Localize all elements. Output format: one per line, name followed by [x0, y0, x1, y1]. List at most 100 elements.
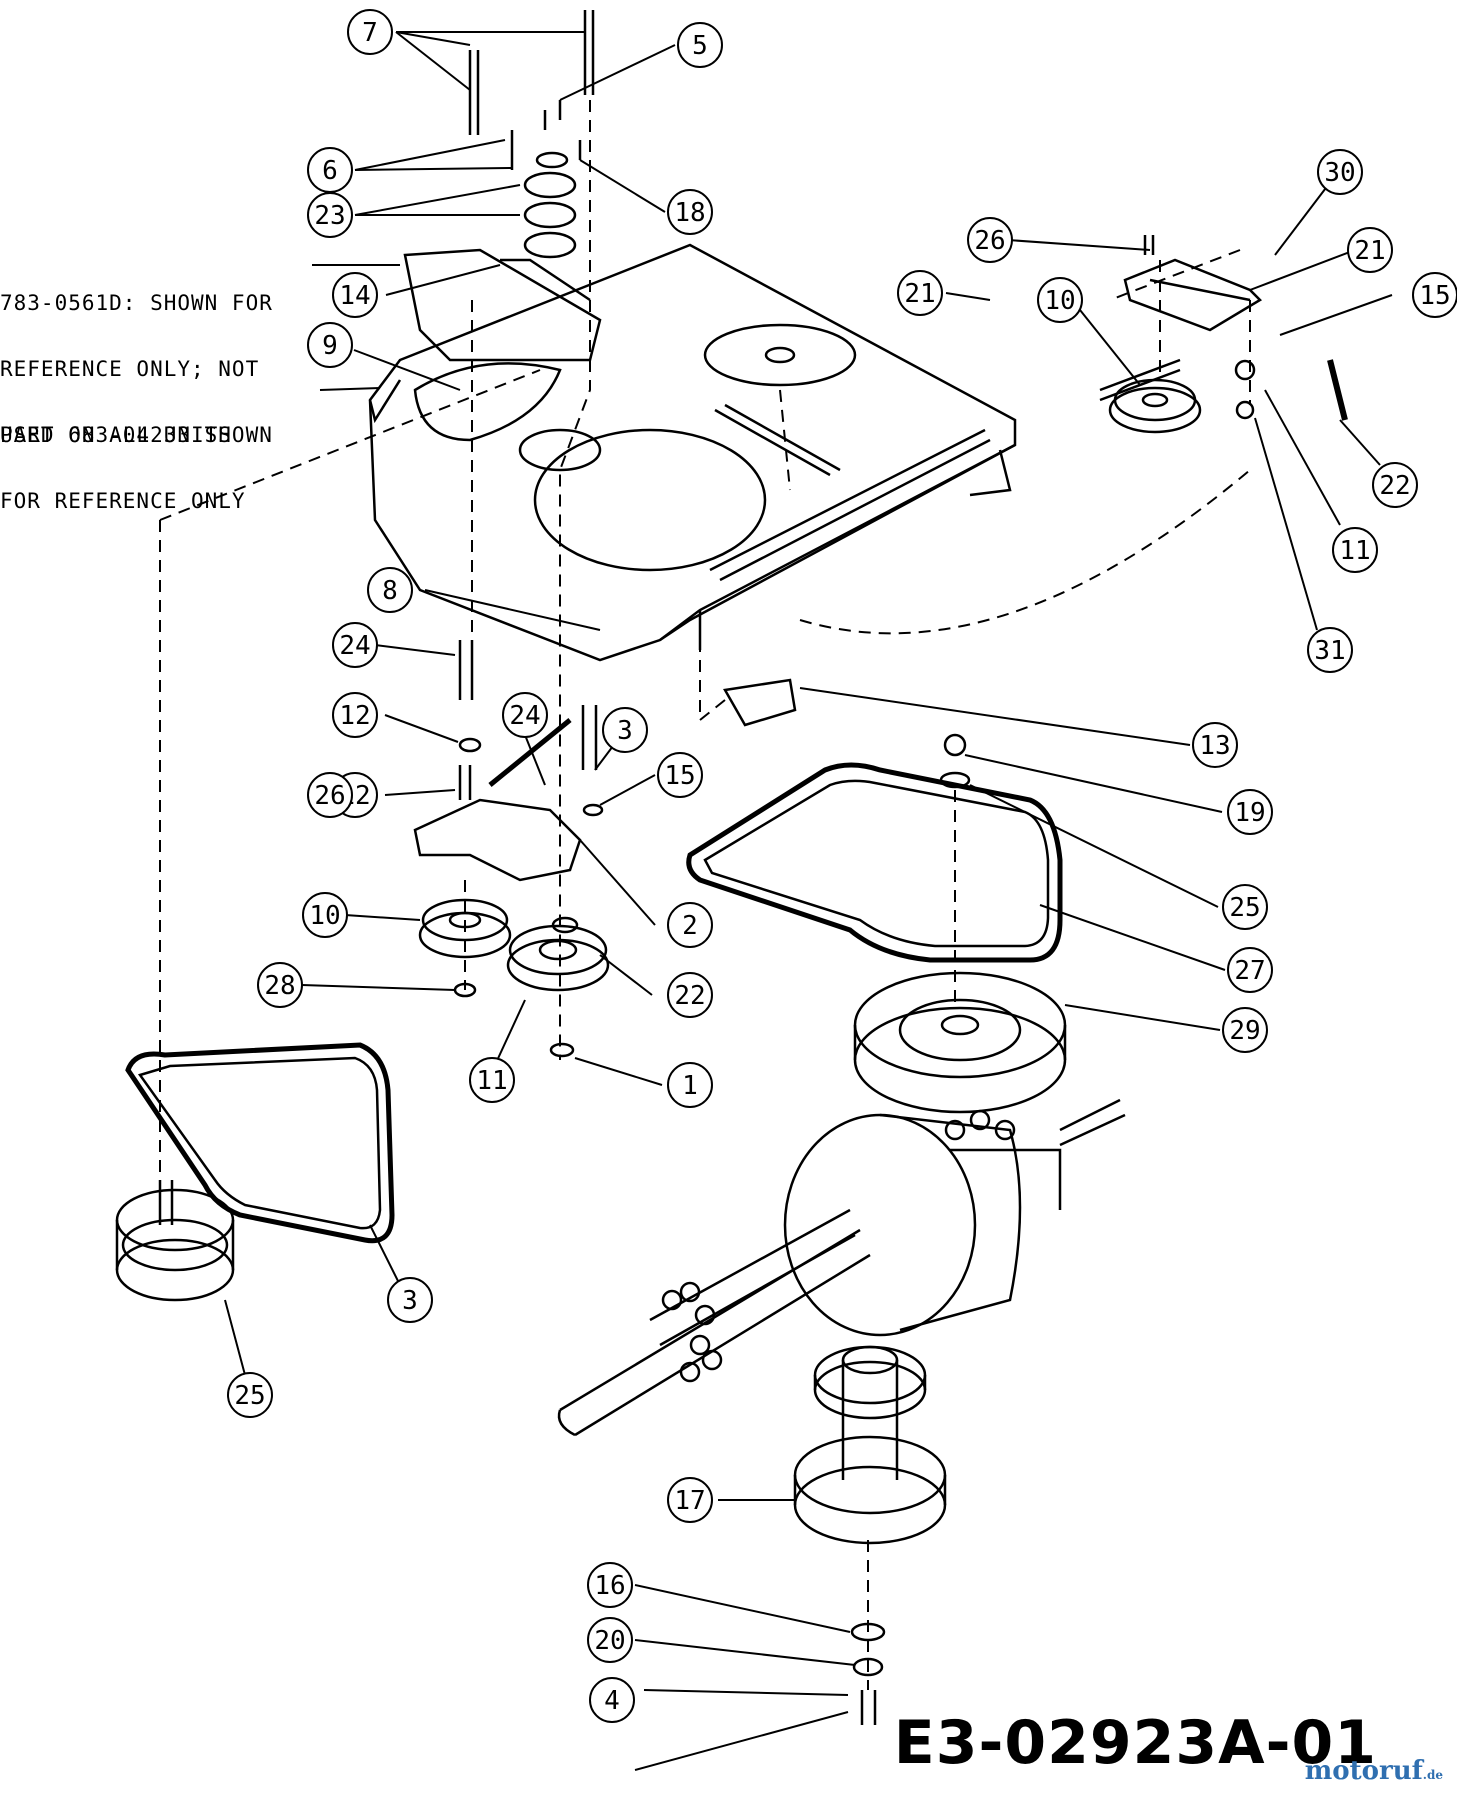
callout-10: 10 — [1037, 277, 1083, 323]
callout-number: 3 — [617, 716, 633, 746]
callout-number: 21 — [904, 279, 935, 309]
callout-number: 22 — [1379, 471, 1410, 501]
document-id: E3-02923A-01 — [893, 1708, 1377, 1778]
callout-number: 12 — [339, 701, 370, 731]
callout-circle — [332, 692, 378, 738]
callout-circle — [307, 192, 353, 238]
callout-21: 21 — [897, 270, 943, 316]
callout-23: 23 — [307, 192, 353, 238]
callout-number: 28 — [264, 971, 295, 1001]
callout-circle — [1222, 1007, 1268, 1053]
callout-27: 27 — [1227, 947, 1273, 993]
callout-circle — [332, 622, 378, 668]
callout-circle — [677, 22, 723, 68]
callout-20: 20 — [587, 1617, 633, 1663]
callout-15: 15 — [657, 752, 703, 798]
watermark-tld: .de — [1422, 1768, 1443, 1782]
callout-circle — [667, 189, 713, 235]
callout-30: 30 — [1317, 149, 1363, 195]
callout-18: 18 — [667, 189, 713, 235]
callout-circle — [589, 1677, 635, 1723]
note-line: USED ON ALL UNITS — [0, 423, 232, 447]
callout-28: 28 — [257, 962, 303, 1008]
callout-number: 24 — [509, 701, 540, 731]
callout-16: 16 — [587, 1562, 633, 1608]
callout-circle — [387, 1277, 433, 1323]
callout-number: 2 — [682, 911, 698, 941]
callout-11: 11 — [1332, 527, 1378, 573]
callout-circle — [307, 772, 353, 818]
callout-24: 24 — [502, 692, 548, 738]
callout-9: 9 — [307, 322, 353, 368]
callout-number: 10 — [1044, 286, 1075, 316]
callout-number: 11 — [476, 1066, 507, 1096]
note-line: 783-0561D: SHOWN FOR — [0, 291, 273, 315]
callout-number: 15 — [1419, 281, 1450, 311]
callout-29: 29 — [1222, 1007, 1268, 1053]
callout-number: 19 — [1234, 798, 1265, 828]
callout-number: 5 — [692, 31, 708, 61]
callout-number: 13 — [1199, 731, 1230, 761]
callout-circle — [967, 217, 1013, 263]
callout-26: 26 — [967, 217, 1013, 263]
callout-31: 31 — [1307, 627, 1353, 673]
callout-circle — [1317, 149, 1363, 195]
callout-circle — [1347, 227, 1393, 273]
note-line: REFERENCE ONLY; NOT — [0, 357, 260, 381]
callout-24: 24 — [332, 622, 378, 668]
callout-circle — [587, 1617, 633, 1663]
callout-circle — [367, 567, 413, 613]
callout-2: 2 — [667, 902, 713, 948]
callout-number: 26 — [974, 226, 1005, 256]
callout-6: 6 — [307, 147, 353, 193]
callout-7: 7 — [347, 9, 393, 55]
callout-circle — [1332, 527, 1378, 573]
callout-number: 11 — [1339, 536, 1370, 566]
callout-number: 26 — [314, 781, 345, 811]
callout-circle — [667, 972, 713, 1018]
callout-8: 8 — [367, 567, 413, 613]
callout-number: 6 — [322, 156, 338, 186]
callout-number: 8 — [382, 576, 398, 606]
callout-4: 4 — [589, 1677, 635, 1723]
callout-number: 9 — [322, 331, 338, 361]
callout-circle — [1372, 462, 1418, 508]
callout-circle — [667, 1062, 713, 1108]
callout-circle — [469, 1057, 515, 1103]
callout-circle — [227, 1372, 273, 1418]
callout-circle — [667, 902, 713, 948]
callout-number: 14 — [339, 281, 370, 311]
callout-3: 3 — [602, 707, 648, 753]
callout-number: 17 — [674, 1486, 705, 1516]
callout-number: 4 — [604, 1686, 620, 1716]
callout-number: 7 — [362, 18, 378, 48]
callout-1: 1 — [667, 1062, 713, 1108]
callout-number: 1 — [682, 1071, 698, 1101]
callout-10: 10 — [302, 892, 348, 938]
callout-number: 22 — [674, 981, 705, 1011]
callout-13: 13 — [1192, 722, 1238, 768]
callout-circle — [657, 752, 703, 798]
callout-25: 25 — [1222, 884, 1268, 930]
callout-5: 5 — [677, 22, 723, 68]
callout-circle — [302, 892, 348, 938]
callout-3: 3 — [387, 1277, 433, 1323]
watermark-name: motoruf — [1304, 1756, 1423, 1786]
note-line: FOR REFERENCE ONLY — [0, 489, 246, 513]
callout-circle — [602, 707, 648, 753]
callout-number: 20 — [594, 1626, 625, 1656]
callout-number: 25 — [1229, 893, 1260, 923]
callout-circle — [347, 9, 393, 55]
note-line: PART 683-04233 SHOWN — [0, 423, 273, 447]
reference-note-683-04233: PART 683-04233 SHOWN FOR REFERENCE ONLY — [0, 380, 273, 556]
callout-circle — [307, 322, 353, 368]
callout-circle — [1307, 627, 1353, 673]
callout-circle — [1227, 947, 1273, 993]
callout-circle — [1227, 789, 1273, 835]
callout-circle — [1037, 277, 1083, 323]
callout-17: 17 — [667, 1477, 713, 1523]
callout-number: 23 — [314, 201, 345, 231]
callout-number: 27 — [1234, 956, 1265, 986]
